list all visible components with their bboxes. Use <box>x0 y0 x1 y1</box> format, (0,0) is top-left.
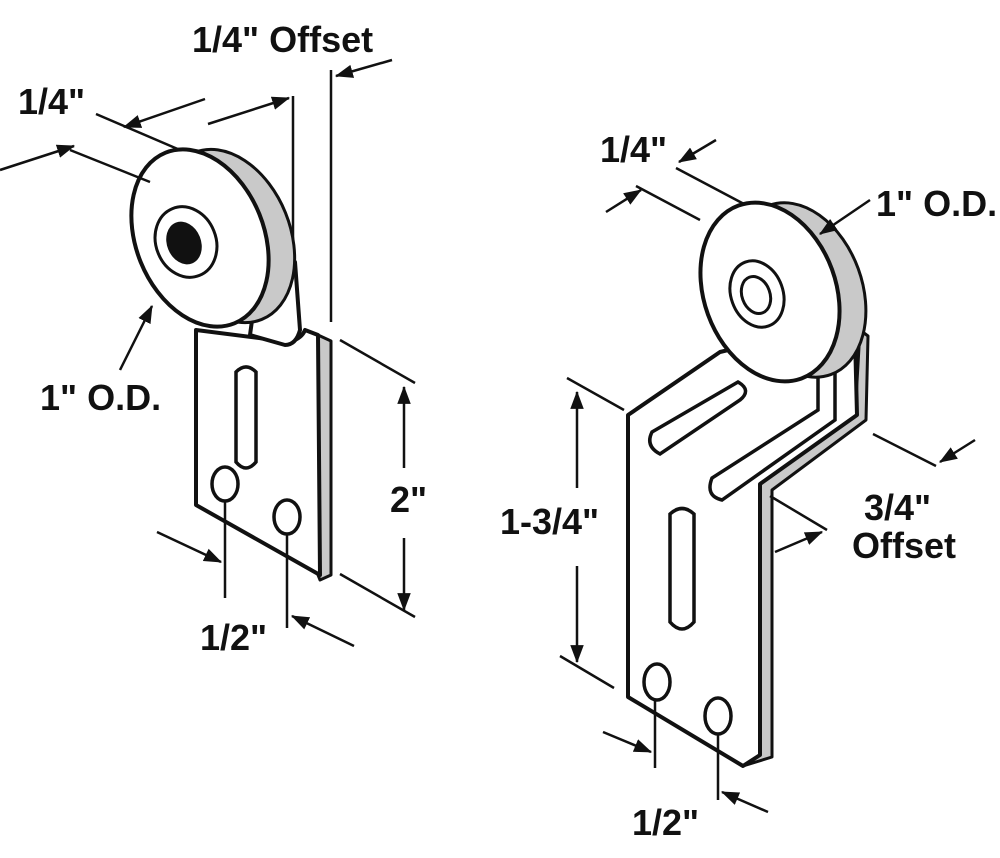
right-rib-1 <box>648 379 748 457</box>
left-dimensions <box>0 58 416 648</box>
left-slot <box>234 365 258 470</box>
right-od-label: 1" O.D. <box>876 183 997 224</box>
right-dimensions <box>559 138 976 814</box>
right-hole-2 <box>703 696 733 736</box>
left-wheel-bore <box>166 221 202 265</box>
left-height-label: 2" <box>390 479 427 520</box>
right-offset-label-line1: 3/4" <box>864 487 931 528</box>
left-hole-spacing-label: 1/2" <box>200 617 267 658</box>
right-wheel-bore <box>739 275 773 315</box>
left-hole-2 <box>272 498 302 536</box>
left-hole-1 <box>210 465 240 503</box>
right-slot <box>668 506 696 631</box>
left-od-label: 1" O.D. <box>40 377 161 418</box>
right-hole-spacing-label: 1/2" <box>632 802 699 843</box>
right-hole-1 <box>642 662 672 702</box>
left-width-label: 1/4" <box>18 81 85 122</box>
right-width-label: 1/4" <box>600 129 667 170</box>
right-height-label: 1-3/4" <box>500 501 599 542</box>
left-offset-label: 1/4" Offset <box>192 19 373 60</box>
right-offset-label-line2: Offset <box>852 525 956 566</box>
right-bracket <box>626 200 870 768</box>
left-plate <box>194 328 322 577</box>
left-bracket <box>129 147 333 582</box>
